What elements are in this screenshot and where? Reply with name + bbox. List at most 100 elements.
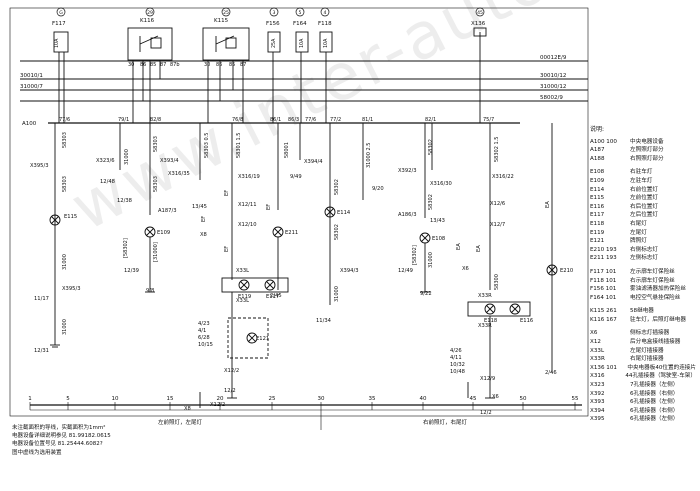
legend-code: A188 — [590, 155, 605, 162]
fuse-tag-f164: 5 — [299, 10, 302, 16]
a100-pin: 77/6 — [59, 117, 70, 123]
ref-label: 12/31 — [34, 348, 49, 354]
fuse-tag-f156: 3 — [273, 10, 276, 16]
connector-label: X33L — [236, 298, 249, 304]
wire-label: 58001 — [284, 142, 290, 158]
legend-desc: 左前位置灯 — [630, 195, 658, 202]
legend-code: E109 — [590, 177, 605, 184]
connector-label: X12/7 — [490, 222, 505, 228]
a100-pin: 75/7 — [483, 117, 494, 123]
bus-label-right: 58002/9 — [540, 95, 563, 101]
legend-desc: 电控空气悬挂保险丝 — [630, 294, 681, 301]
connector-label: X12/9 — [480, 376, 495, 382]
x136-code: X136 — [471, 21, 486, 27]
ref-label: 10/32 — [450, 362, 465, 368]
legend-row: E115 左前位置灯 — [590, 194, 696, 203]
scale-tick: 25 — [269, 396, 276, 402]
wire-label: 31000 — [62, 254, 68, 270]
fuse-f118-rating: 10A — [323, 38, 329, 48]
wire-label: 58301 1.5 — [236, 133, 242, 158]
legend-desc: 44孔插接器（驾驶室-车架） — [625, 373, 696, 380]
connector-label: X12/10 — [238, 222, 257, 228]
wire-label: [58302] — [123, 238, 129, 258]
component-label: E115 — [64, 214, 77, 220]
wire-label: 58303 — [62, 176, 68, 192]
legend-code: A187 — [590, 147, 605, 154]
legend-code: K116 167 — [590, 316, 617, 323]
scale-tick: 40 — [420, 396, 427, 402]
legend-desc: 左尾灯 — [630, 229, 647, 236]
legend-code: E116 — [590, 203, 605, 210]
component-label: E210 — [560, 268, 573, 274]
wire-label: 31000 2.5 — [366, 143, 372, 168]
connector-label: A186/3 — [398, 212, 417, 218]
legend-code: X393 — [590, 399, 605, 406]
legend-desc: 左尾灯插接器 — [630, 347, 664, 354]
ref-label: 9/22 — [420, 291, 432, 297]
ref-label: 4/1 — [198, 328, 206, 334]
legend-code: E118 — [590, 220, 605, 227]
ref-label: 11/34 — [316, 318, 332, 324]
scale-tick: 20 — [217, 396, 224, 402]
legend-code: F118 101 — [590, 277, 617, 284]
connector-label: X12/2 — [210, 402, 225, 408]
legend-code: X12 — [590, 339, 601, 346]
ref-label: 12/38 — [117, 198, 132, 204]
wire-type-label: EF — [224, 246, 230, 252]
component-label: E117 — [266, 294, 279, 300]
legend-code: X392 — [590, 390, 605, 397]
legend-desc: 6孔插接器（左侧） — [630, 399, 679, 406]
legend-desc: 右驻车灯 — [630, 169, 653, 176]
component-label: E121 — [256, 336, 269, 342]
ref-label: 9/49 — [290, 174, 302, 180]
fuse-f164-rating: 10A — [299, 38, 305, 48]
connector-label: X8 — [200, 232, 207, 238]
scale-tick: 5 — [66, 396, 70, 402]
component-label: E211 — [285, 230, 298, 236]
legend-desc: 右照照灯部分 — [630, 155, 664, 162]
legend-desc: 左照照灯部分 — [630, 147, 664, 154]
relay-tag-k116: 29 — [147, 10, 153, 16]
component-label: E119 — [238, 294, 251, 300]
legend-code: X6 — [590, 330, 598, 337]
legend-code: E117 — [590, 212, 605, 219]
footnote: 电器设备详细说明参见 81.99182.0615 — [12, 433, 111, 440]
footnote: 图中虚线为选用装置 — [12, 449, 62, 456]
scale-tick: 30 — [318, 396, 325, 402]
bus-label-right: 30010/12 — [540, 73, 566, 79]
connector-label: X12/6 — [490, 201, 505, 207]
connector-label: X12/2 — [224, 368, 239, 374]
legend-code: F117 101 — [590, 268, 617, 275]
legend-code: F156 101 — [590, 286, 617, 293]
bus-label-right: 00012E/9 — [540, 55, 567, 61]
legend-row: A187 左照照灯部分 — [590, 146, 696, 155]
legend-code: X136 101 — [590, 364, 617, 371]
wire-type-label: EF — [201, 216, 207, 222]
connector-label: X316/22 — [492, 174, 514, 180]
wire-type-label: EF — [266, 204, 272, 210]
fuse-f156-rating: 25A — [271, 38, 277, 48]
bus-label-left: 30010/1 — [20, 73, 43, 79]
legend-code: E115 — [590, 195, 605, 202]
ref-label: 11/17 — [34, 296, 49, 302]
legend-code: A100 100 — [590, 138, 617, 145]
wire-label: 58302 1.5 — [494, 137, 500, 162]
connector-label: X392/3 — [398, 168, 417, 174]
connector-label: X395/3 — [62, 286, 81, 292]
connector-label: X316/35 — [168, 171, 190, 177]
wire-label: 31000 — [62, 319, 68, 335]
ref-label: 13/43 — [430, 218, 445, 224]
fuse-f156-code: F156 — [266, 21, 280, 27]
ref-label: 6/28 — [198, 335, 210, 341]
ref-label: 12/2 — [480, 410, 492, 416]
bus-label-right: 31000/12 — [540, 84, 566, 90]
